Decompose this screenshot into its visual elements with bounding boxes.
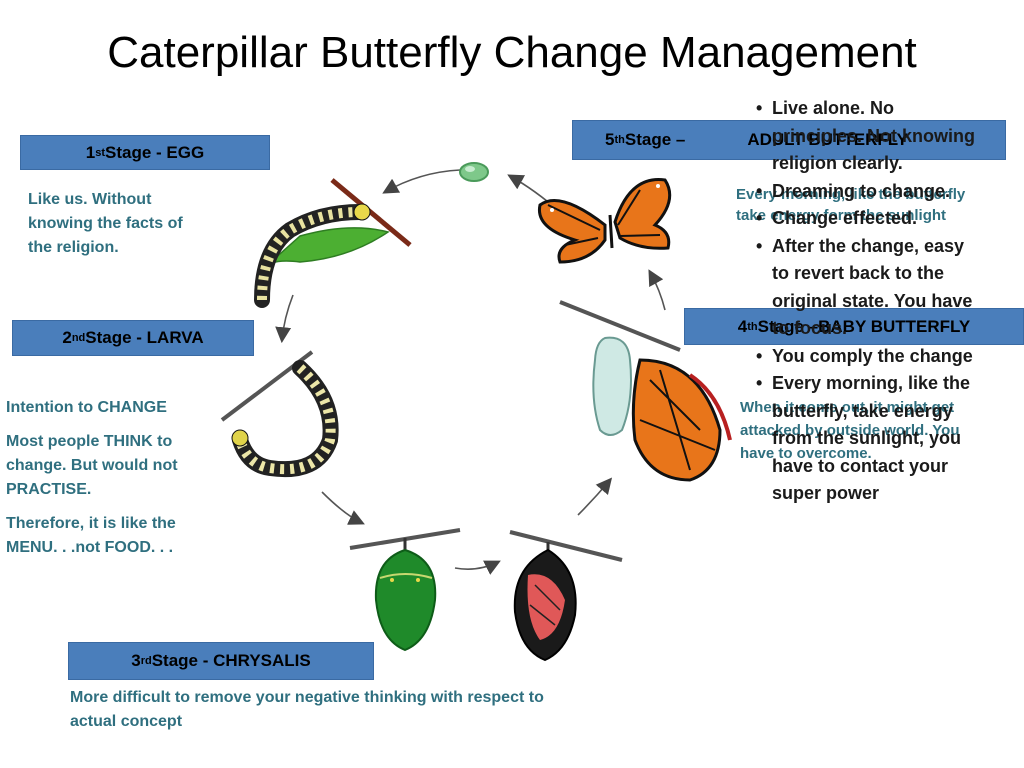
dark-chrysalis-icon	[509, 530, 623, 662]
page-title: Caterpillar Butterfly Change Management	[107, 28, 917, 77]
bullet-item: You comply the change	[754, 343, 984, 371]
larva-description-line: Intention to CHANGE	[6, 399, 167, 416]
bullet-item: Live alone. No principles. Not knowing r…	[754, 95, 984, 178]
arrow-baby-to-adult	[648, 269, 666, 311]
egg-icon	[459, 162, 489, 182]
emerging-butterfly-icon	[559, 300, 732, 482]
larva-description-line: Most people THINK to change. But would n…	[6, 433, 178, 498]
cycle-arrows	[275, 169, 666, 575]
arrow-egg-to-larva	[275, 294, 294, 344]
egg-description: Like us. Without knowing the facts of th…	[28, 191, 183, 256]
adult-butterfly-icon	[537, 178, 672, 264]
chrysalis-description: More difficult to remove your negative t…	[70, 689, 544, 730]
arrow-adult-to-egg	[382, 169, 461, 194]
bullet-item: Dreaming to change.	[754, 178, 984, 206]
bullet-item: Change effected.	[754, 205, 984, 233]
caterpillar-on-leaf-icon	[254, 178, 412, 308]
hanging-caterpillar-icon	[220, 350, 339, 478]
larva-description-line: Therefore, it is like the MENU. . .not F…	[6, 515, 176, 556]
bullet-item: Every morning, like the butterfly, take …	[754, 370, 984, 508]
arrow-chrysalis-to-dark	[454, 560, 501, 575]
arrow-dark-to-baby	[577, 477, 613, 516]
larva-description: Intention to CHANGE Most people THINK to…	[6, 396, 206, 570]
arrow-larva-to-chrysalis	[321, 491, 365, 525]
lesson-bullet-list: Live alone. No principles. Not knowing r…	[754, 95, 984, 508]
bullet-item: After the change, easy to revert back to…	[754, 233, 984, 343]
green-chrysalis-icon	[349, 528, 461, 652]
